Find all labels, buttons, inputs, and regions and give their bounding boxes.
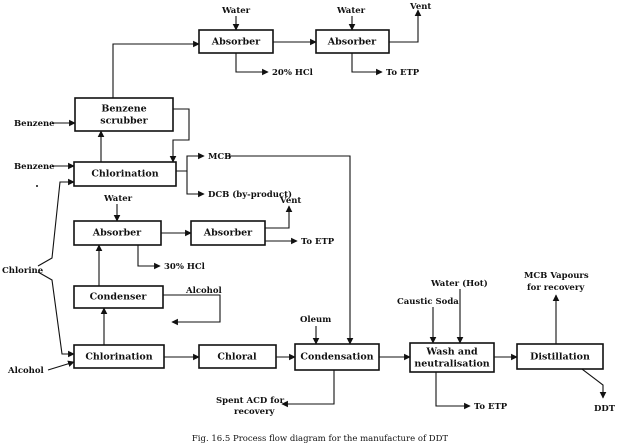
node-distillation: Distillation bbox=[516, 343, 604, 370]
label-dcb: DCB (by-product) bbox=[208, 189, 292, 200]
node-absorber-2: Absorber bbox=[315, 29, 390, 54]
node-absorber-2-label: Absorber bbox=[327, 37, 377, 48]
node-distillation-label: Distillation bbox=[530, 352, 590, 363]
node-condenser: Condenser bbox=[73, 285, 164, 309]
label-water-hot: Water (Hot) bbox=[430, 278, 488, 289]
label-water-2: Water bbox=[336, 6, 366, 16]
label-alcohol-2: Alcohol bbox=[7, 366, 45, 376]
stray-dot bbox=[36, 185, 38, 187]
node-chlorination-1-label: Chlorination bbox=[91, 169, 158, 180]
label-caustic-soda: Caustic Soda bbox=[397, 297, 459, 307]
node-chloral-label: Chloral bbox=[217, 352, 257, 363]
node-wash-neutralisation: Wash and neutralisation bbox=[409, 342, 495, 373]
node-absorber-3: Absorber bbox=[73, 220, 162, 246]
node-condensation-label: Condensation bbox=[300, 352, 373, 363]
label-to-etp-1: To ETP bbox=[386, 68, 420, 78]
label-chlorine: Chlorine bbox=[2, 266, 44, 276]
label-mcb-vapours-2: for recovery bbox=[527, 283, 585, 293]
label-hcl-20: 20% HCl bbox=[272, 68, 314, 78]
node-chloral: Chloral bbox=[198, 344, 277, 369]
node-chlorination-2-label: Chlorination bbox=[85, 352, 152, 363]
stream-labels: Water Water Vent 20% HCl To ETP Benzene … bbox=[2, 2, 616, 417]
label-oleum: Oleum bbox=[300, 315, 331, 325]
node-chlorination-1: Chlorination bbox=[73, 161, 177, 187]
node-chlorination-2: Chlorination bbox=[73, 344, 165, 369]
label-to-etp-3: To ETP bbox=[474, 402, 508, 412]
node-condensation: Condensation bbox=[294, 343, 380, 371]
label-vent-2: Vent bbox=[279, 196, 301, 206]
label-spent-acd-1: Spent ACD for bbox=[216, 396, 285, 406]
node-benzene-scrubber-label-1: Benzene bbox=[101, 104, 146, 115]
label-to-etp-2: To ETP bbox=[301, 237, 335, 247]
node-absorber-4: Absorber bbox=[190, 220, 266, 246]
node-absorber-3-label: Absorber bbox=[92, 228, 142, 239]
label-benzene-1: Benzene bbox=[14, 119, 55, 129]
label-water-1: Water bbox=[221, 6, 251, 16]
figure-caption: Fig. 16.5 Process flow diagram for the m… bbox=[192, 434, 449, 444]
node-absorber-4-label: Absorber bbox=[203, 228, 253, 239]
node-absorber-1-label: Absorber bbox=[211, 37, 261, 48]
label-mcb: MCB bbox=[208, 152, 231, 162]
label-hcl-30: 30% HCl bbox=[164, 262, 206, 272]
node-benzene-scrubber: Benzene scrubber bbox=[74, 97, 174, 132]
label-benzene-2: Benzene bbox=[14, 162, 55, 172]
node-condenser-label: Condenser bbox=[90, 292, 148, 303]
label-mcb-vapours-1: MCB Vapours bbox=[524, 271, 589, 281]
node-wash-label-2: neutralisation bbox=[414, 359, 489, 370]
node-absorber-1: Absorber bbox=[198, 29, 274, 54]
label-spent-acd-2: recovery bbox=[234, 407, 276, 417]
label-water-3: Water bbox=[103, 194, 133, 204]
node-benzene-scrubber-label-2: scrubber bbox=[100, 116, 148, 127]
label-ddt: DDT bbox=[594, 404, 616, 414]
node-wash-label-1: Wash and bbox=[425, 347, 478, 358]
label-vent-1: Vent bbox=[409, 2, 431, 12]
connectors bbox=[37, 9, 607, 410]
label-alcohol-1: Alcohol bbox=[185, 286, 223, 296]
